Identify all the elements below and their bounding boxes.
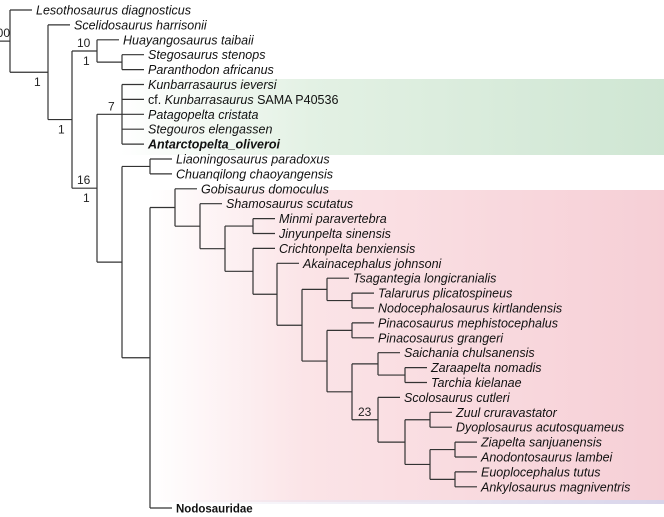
- taxon-tsagantegia-longicranialis: Tsagantegia longicranialis: [353, 272, 496, 286]
- support-value-b8: 23: [358, 405, 372, 419]
- support-value-root: 100: [0, 26, 10, 40]
- taxon-talarurus-plicatospineus: Talarurus plicatospineus: [378, 287, 512, 301]
- taxon-saichania-chulsanensis: Saichania chulsanensis: [404, 346, 535, 360]
- support-value-stego: 10: [77, 36, 91, 50]
- taxon-liaoningosaurus-paradoxus: Liaoningosaurus paradoxus: [176, 153, 330, 167]
- taxon-huayangosaurus-taibaii: Huayangosaurus taibaii: [123, 33, 255, 47]
- bremer-value-stego: 1: [83, 54, 90, 68]
- support-value-poly: 7: [108, 99, 115, 113]
- taxon-tarchia-kielanae: Tarchia kielanae: [431, 376, 522, 390]
- support-value-ankylo: 16: [77, 173, 91, 187]
- red-clade-highlight: [150, 190, 664, 502]
- taxon-nodocephalosaurus-kirtlandensis: Nodocephalosaurus kirtlandensis: [378, 302, 562, 316]
- taxon-pinacosaurus-grangeri: Pinacosaurus grangeri: [378, 331, 504, 345]
- taxon-minmi-paravertebra: Minmi paravertebra: [279, 212, 387, 226]
- bremer-value-n1: 1: [34, 75, 41, 89]
- taxon-ziapelta-sanjuanensis: Ziapelta sanjuanensis: [480, 436, 602, 450]
- taxon-stegouros-elengassen: Stegouros elengassen: [148, 123, 272, 137]
- taxon-ankylosaurus-magniventris: Ankylosaurus magniventris: [480, 480, 630, 494]
- taxon-gobisaurus-domoculus: Gobisaurus domoculus: [201, 182, 329, 196]
- taxon-scelidosaurus-harrisonii: Scelidosaurus harrisonii: [74, 18, 208, 32]
- taxon-anodontosaurus-lambei: Anodontosaurus lambei: [480, 451, 614, 465]
- taxon-jinyunpelta-sinensis: Jinyunpelta sinensis: [278, 227, 391, 241]
- taxon-zaraapelta-nomadis: Zaraapelta nomadis: [430, 361, 541, 375]
- taxon-patagopelta-cristata: Patagopelta cristata: [148, 108, 259, 122]
- taxon-stegosaurus-stenops: Stegosaurus stenops: [148, 48, 265, 62]
- taxon-shamosaurus-scutatus: Shamosaurus scutatus: [226, 197, 353, 211]
- taxon-lesothosaurus-diagnosticus: Lesothosaurus diagnosticus: [36, 4, 191, 18]
- taxon-paranthodon-africanus: Paranthodon africanus: [148, 63, 274, 77]
- taxon-dyoplosaurus-acutosquameus: Dyoplosaurus acutosquameus: [456, 421, 624, 435]
- taxon-crichtonpelta-benxiensis: Crichtonpelta benxiensis: [279, 242, 415, 256]
- taxon-euoplocephalus-tutus: Euoplocephalus tutus: [481, 465, 601, 479]
- green-clade-highlight: [120, 79, 664, 155]
- bremer-value-ankylo: 1: [83, 191, 90, 205]
- taxon-kunbarrasaurus-ieversi: Kunbarrasaurus ieversi: [148, 78, 278, 92]
- taxon-zuul-cruravastator: Zuul cruravastator: [455, 406, 558, 420]
- taxon-pinacosaurus-mephistocephalus: Pinacosaurus mephistocephalus: [378, 316, 558, 330]
- taxon-chuanqilong-chaoyangensis: Chuanqilong chaoyangensis: [176, 167, 333, 181]
- taxon-antarctopelta-oliveroi: Antarctopelta_oliveroi: [147, 138, 281, 152]
- bremer-value-n2: 1: [58, 123, 65, 137]
- clade-label-nodosauridae: Nodosauridae: [176, 504, 253, 516]
- taxon-cf-kunbarrasaurus-sama-p40536: cf. Kunbarrasaurus SAMA P40536: [148, 93, 338, 107]
- red-clade-highlight-edge: [150, 500, 664, 504]
- taxon-scolosaurus-cutleri: Scolosaurus cutleri: [404, 391, 511, 405]
- taxon-akainacephalus-johnsoni: Akainacephalus johnsoni: [302, 257, 443, 271]
